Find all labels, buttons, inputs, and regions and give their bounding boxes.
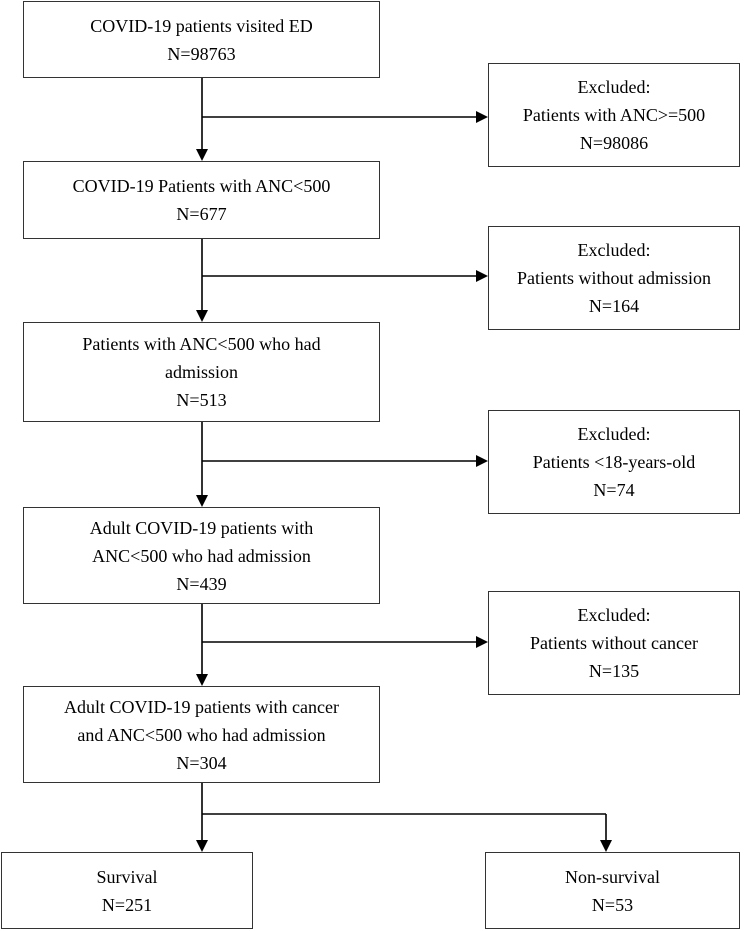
- excluded-box-under-18-heading: Excluded:: [577, 424, 651, 444]
- excluded-box-under-18-count: N=74: [593, 480, 635, 500]
- arrowhead-exclusion-1: [476, 111, 488, 123]
- box-adult-admitted-line1: Adult COVID-19 patients with: [89, 517, 314, 538]
- outcome-box-non-survival-label: Non-survival: [565, 866, 660, 887]
- arrowhead-main-4: [196, 674, 208, 686]
- box-adult-cancer-count: N=304: [176, 752, 227, 773]
- excluded-box-anc-500-count: N=98086: [579, 133, 649, 153]
- excluded-box-no-cancer-count: N=135: [588, 661, 640, 681]
- excluded-box-anc-500-heading: Excluded:: [577, 77, 651, 97]
- box-adult-admitted: Adult COVID-19 patients with ANC<500 who…: [23, 507, 380, 604]
- box-anc-under-500-label: COVID-19 Patients with ANC<500: [72, 176, 331, 196]
- box-adult-admitted-count: N=439: [176, 573, 227, 594]
- excluded-box-no-cancer-reason: Patients without cancer: [530, 633, 698, 653]
- excluded-box-no-cancer-heading: Excluded:: [577, 605, 651, 625]
- excluded-box-no-admission: Excluded: Patients without admission N=1…: [488, 226, 740, 330]
- excluded-box-no-admission-reason: Patients without admission: [516, 268, 711, 288]
- arrowhead-non-survival: [600, 840, 612, 852]
- outcome-box-non-survival-count: N=53: [591, 894, 634, 915]
- box-ed-visits-label: COVID-19 patients visited ED: [90, 15, 313, 36]
- box-anc-under-500: COVID-19 Patients with ANC<500 N=677: [23, 161, 380, 239]
- box-adult-cancer-line2: and ANC<500 who had admission: [77, 724, 326, 745]
- arrowhead-exclusion-3: [476, 455, 488, 467]
- excluded-box-no-admission-count: N=164: [588, 296, 640, 316]
- box-admitted-count: N=513: [176, 390, 227, 410]
- arrowhead-exclusion-4: [476, 636, 488, 648]
- box-admitted-line1: Patients with ANC<500 who had: [82, 334, 321, 354]
- outcome-box-survival: Survival N=251: [1, 852, 253, 929]
- arrowhead-exclusion-2: [476, 270, 488, 282]
- excluded-box-anc-500-reason: Patients with ANC>=500: [522, 105, 706, 125]
- arrowhead-main-1: [196, 149, 208, 161]
- outcome-box-survival-label: Survival: [96, 866, 158, 887]
- box-adult-cancer-line1: Adult COVID-19 patients with cancer: [64, 696, 339, 717]
- arrowhead-survival: [196, 840, 208, 852]
- excluded-box-under-18-reason: Patients <18-years-old: [532, 452, 696, 472]
- box-ed-visits: COVID-19 patients visited ED N=98763: [23, 1, 380, 78]
- box-adult-admitted-line2: ANC<500 who had admission: [92, 545, 311, 566]
- box-admitted: Patients with ANC<500 who had admission …: [23, 322, 380, 422]
- box-adult-cancer: Adult COVID-19 patients with cancer and …: [23, 686, 380, 783]
- excluded-box-anc-500: Excluded: Patients with ANC>=500 N=98086: [488, 63, 740, 167]
- excluded-box-under-18: Excluded: Patients <18-years-old N=74: [488, 410, 740, 514]
- arrowhead-main-2: [196, 310, 208, 322]
- excluded-box-no-admission-heading: Excluded:: [577, 240, 651, 260]
- outcome-box-non-survival: Non-survival N=53: [485, 852, 740, 929]
- outcome-box-survival-count: N=251: [101, 894, 153, 915]
- box-admitted-line2: admission: [164, 362, 238, 382]
- box-ed-visits-count: N=98763: [167, 43, 236, 64]
- excluded-box-no-cancer: Excluded: Patients without cancer N=135: [488, 591, 740, 695]
- arrowhead-main-3: [196, 495, 208, 507]
- box-anc-under-500-count: N=677: [176, 204, 227, 224]
